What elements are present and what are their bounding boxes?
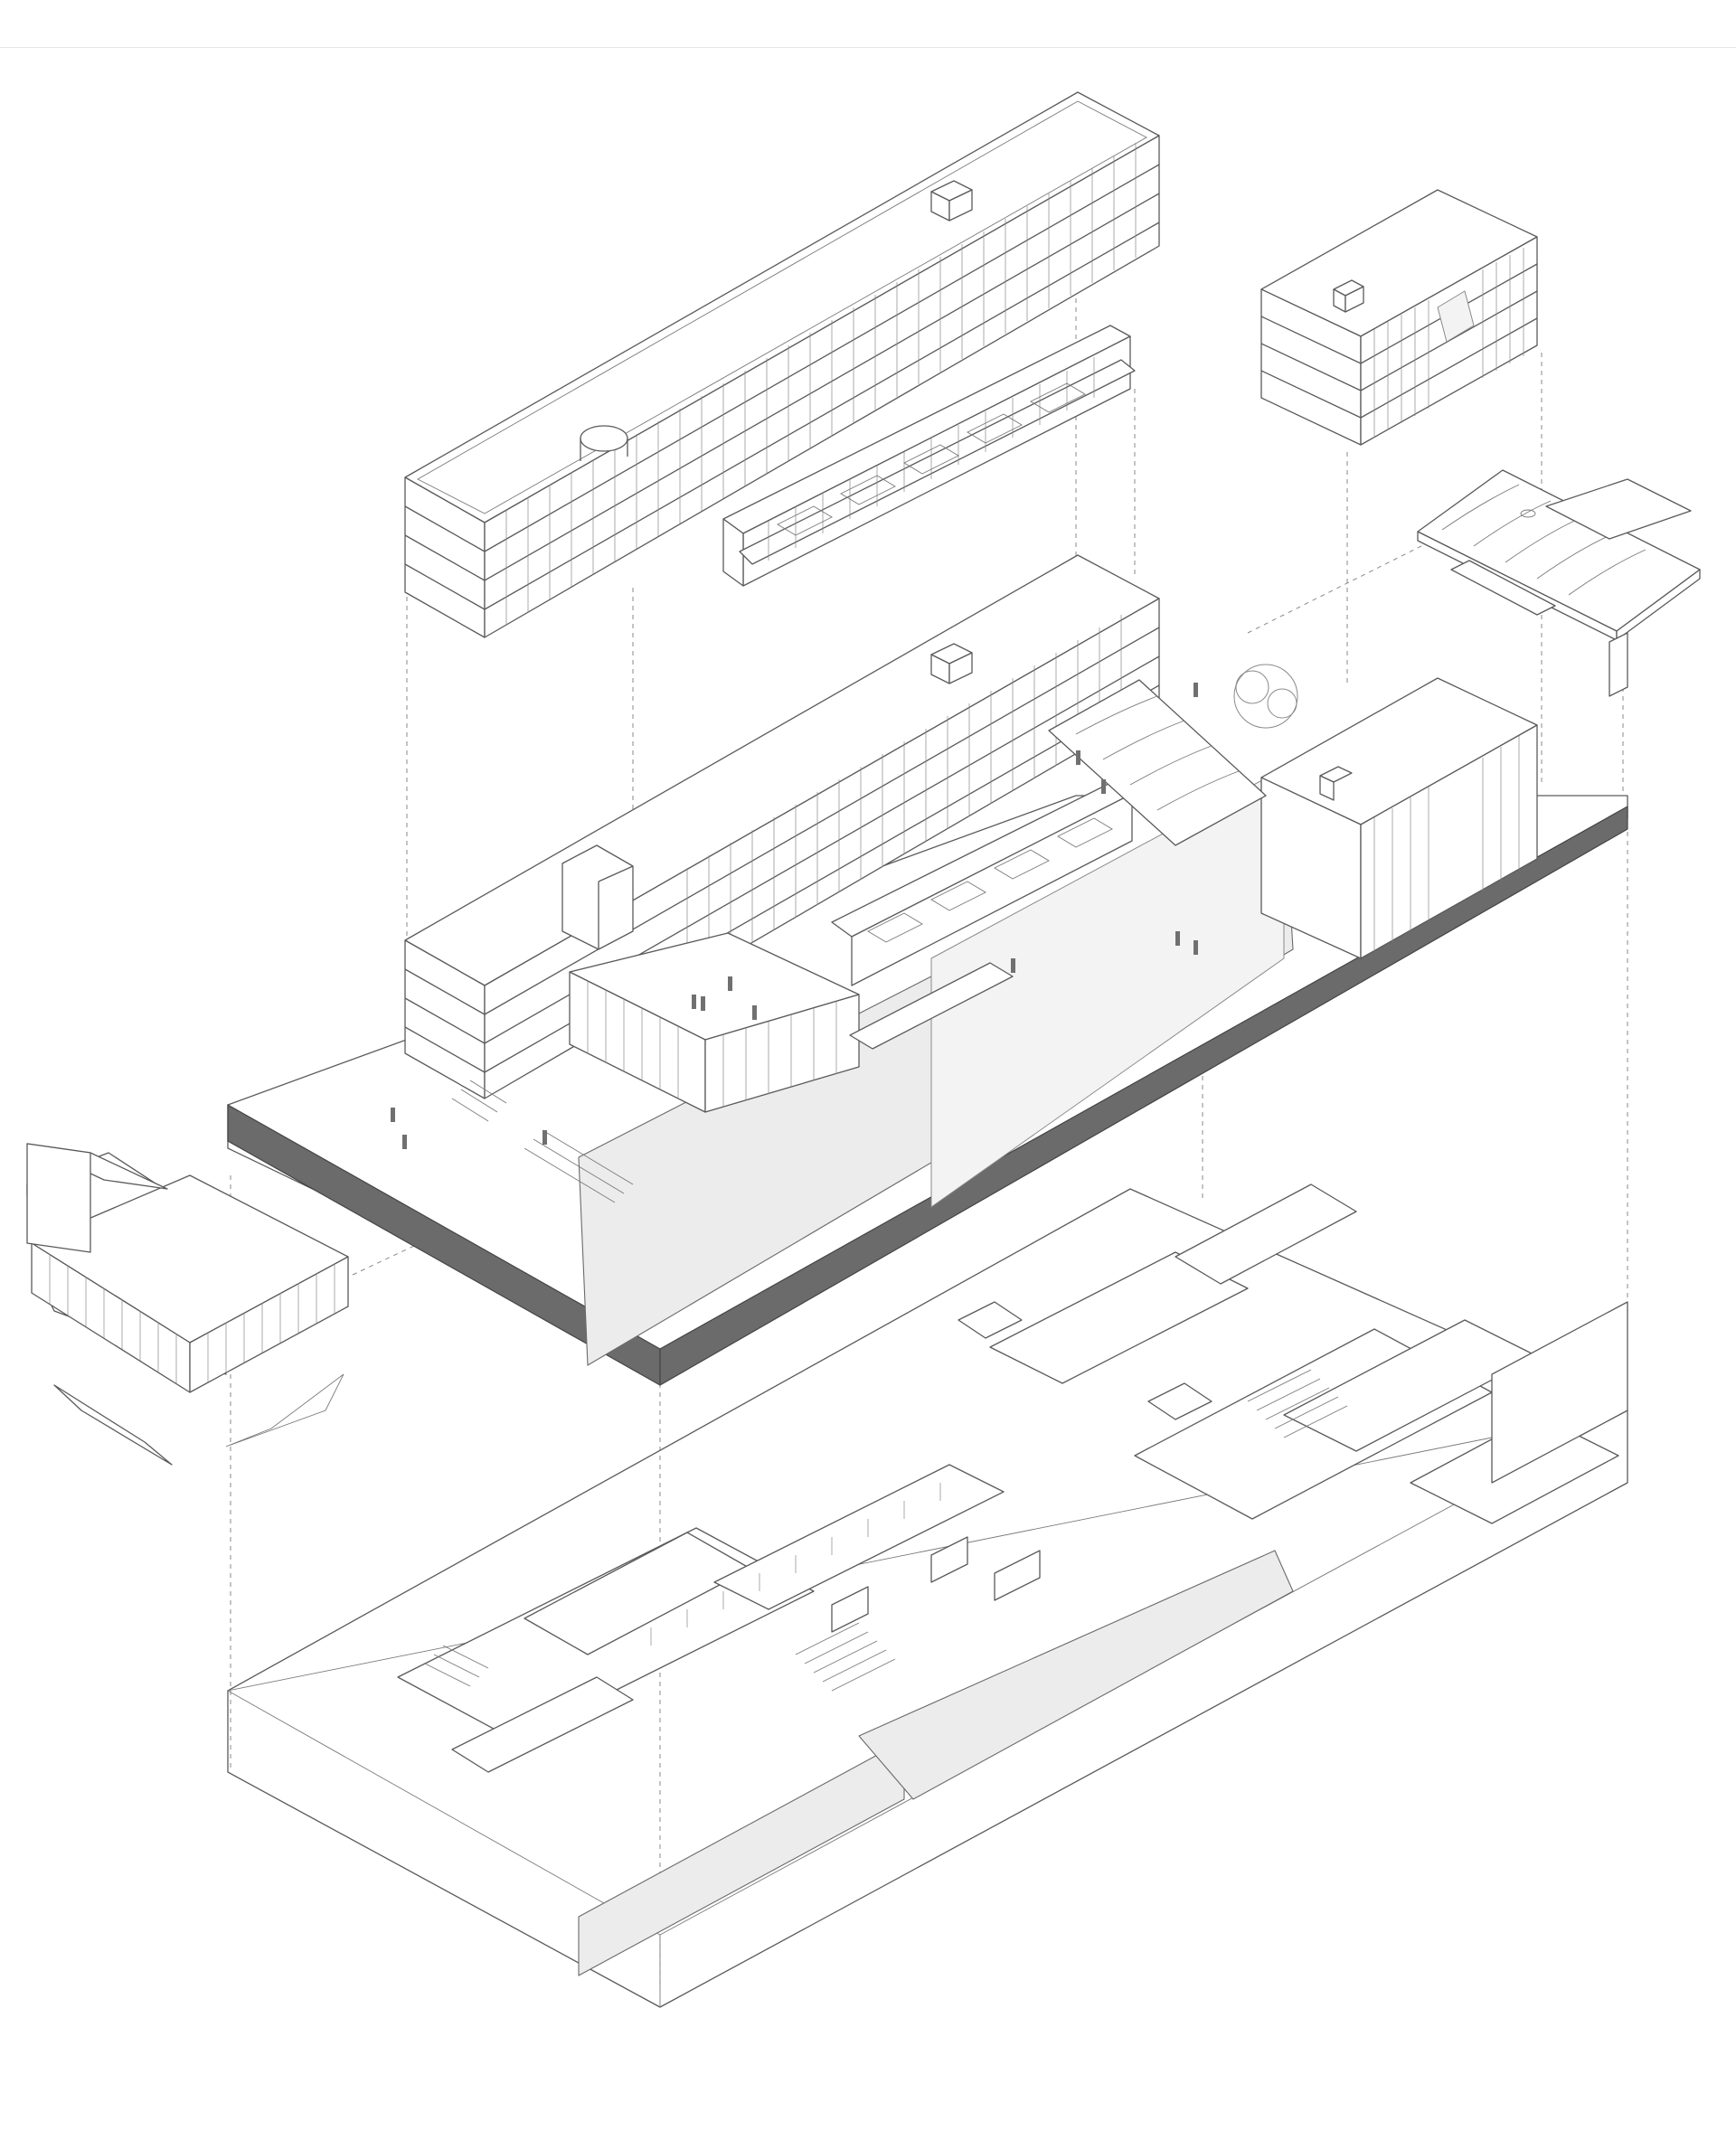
east-tower-block bbox=[1260, 189, 1538, 446]
west-pavilion bbox=[26, 1143, 349, 1466]
upper-canopy-wing bbox=[722, 325, 1136, 587]
east-roof-canopy bbox=[1417, 469, 1701, 697]
ground-level-base bbox=[226, 1183, 1628, 2008]
upper-slab-block bbox=[404, 91, 1160, 638]
main-podium-assembly bbox=[227, 554, 1628, 1386]
people-figures bbox=[391, 683, 1198, 1149]
top-rule bbox=[0, 47, 1736, 48]
